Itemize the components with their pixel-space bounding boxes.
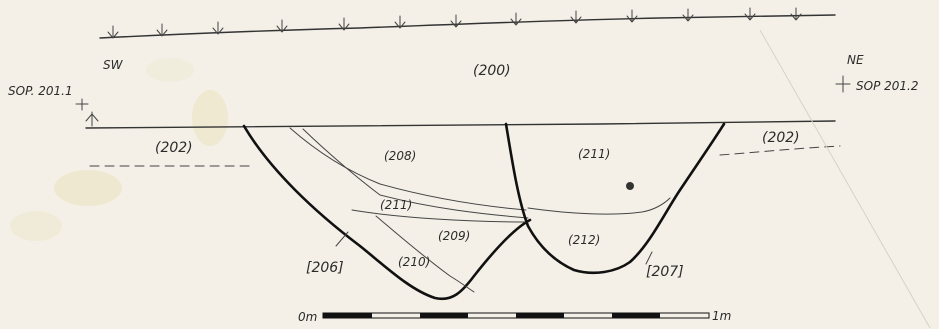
datum-right-label: SOP 201.2 bbox=[856, 79, 918, 93]
datum-cross-icon bbox=[75, 98, 89, 111]
paper-fold-line bbox=[759, 29, 931, 329]
scale-bar-segment bbox=[323, 313, 372, 318]
datum-tick-icon bbox=[85, 111, 99, 127]
context-200-label: (200) bbox=[473, 63, 511, 79]
scale-bar-end-label: 1m bbox=[712, 309, 731, 323]
arrow-icon bbox=[107, 25, 119, 39]
paper-stain bbox=[146, 58, 194, 82]
datum-left-label: SOP. 201.1 bbox=[8, 84, 73, 98]
arrow-icon bbox=[510, 12, 522, 26]
context-202-right-label: (202) bbox=[762, 130, 800, 146]
paper-stain bbox=[54, 170, 122, 206]
arrow-icon bbox=[570, 10, 582, 24]
cut-206-label: [206] bbox=[306, 260, 344, 276]
context-208-label: (208) bbox=[384, 149, 416, 163]
layer-interface-200-202 bbox=[85, 120, 836, 129]
context-212-label: (212) bbox=[568, 233, 600, 247]
fill-boundary-209-210 bbox=[375, 215, 475, 293]
context-209-label: (209) bbox=[438, 229, 470, 243]
scale-bar: 0m 1m bbox=[298, 309, 731, 324]
datum-cross-icon bbox=[835, 75, 851, 93]
dashed-horizon-line bbox=[89, 145, 841, 167]
arrow-icon bbox=[790, 7, 802, 21]
scale-bar-segment bbox=[612, 313, 660, 318]
context-211-mid-label: (211) bbox=[380, 198, 412, 212]
inclusion-stone bbox=[626, 182, 634, 190]
paper-stain bbox=[192, 90, 228, 146]
cut-207-outline bbox=[504, 122, 726, 275]
arrow-icon bbox=[450, 14, 462, 28]
context-210-label: (210) bbox=[398, 255, 430, 269]
scale-bar-segment bbox=[516, 313, 564, 318]
scale-bar-segment bbox=[420, 313, 468, 318]
orientation-right-label: NE bbox=[847, 53, 864, 67]
fill-boundary-211-212 bbox=[527, 197, 671, 215]
context-211-top-label: (211) bbox=[578, 147, 610, 161]
arrow-icon bbox=[744, 7, 756, 21]
arrow-icon bbox=[338, 17, 350, 31]
datum-marker-left bbox=[75, 98, 99, 127]
arrow-icon bbox=[394, 15, 406, 29]
orientation-left-label: SW bbox=[103, 58, 124, 72]
cut-206-outline bbox=[242, 124, 532, 301]
paper-stains bbox=[10, 58, 228, 241]
paper-stain bbox=[10, 211, 62, 241]
arrow-icon bbox=[276, 19, 288, 33]
cut-207-leader bbox=[645, 251, 653, 265]
cut-207-label: [207] bbox=[646, 264, 684, 280]
context-202-left-label: (202) bbox=[155, 140, 193, 156]
datum-marker-right bbox=[835, 75, 851, 93]
surface-arrows bbox=[107, 7, 802, 39]
arrow-icon bbox=[212, 21, 224, 35]
fill-boundary-208-upper bbox=[289, 127, 527, 211]
fill-boundary-211-lower bbox=[351, 209, 529, 223]
ground-surface-line bbox=[99, 14, 836, 39]
cut-206-leader bbox=[335, 231, 349, 247]
arrow-icon bbox=[156, 23, 168, 37]
fill-boundary-211-upper bbox=[302, 128, 529, 219]
scale-bar-start-label: 0m bbox=[298, 310, 317, 324]
arrow-icon bbox=[682, 8, 694, 22]
arrow-icon bbox=[626, 9, 638, 23]
